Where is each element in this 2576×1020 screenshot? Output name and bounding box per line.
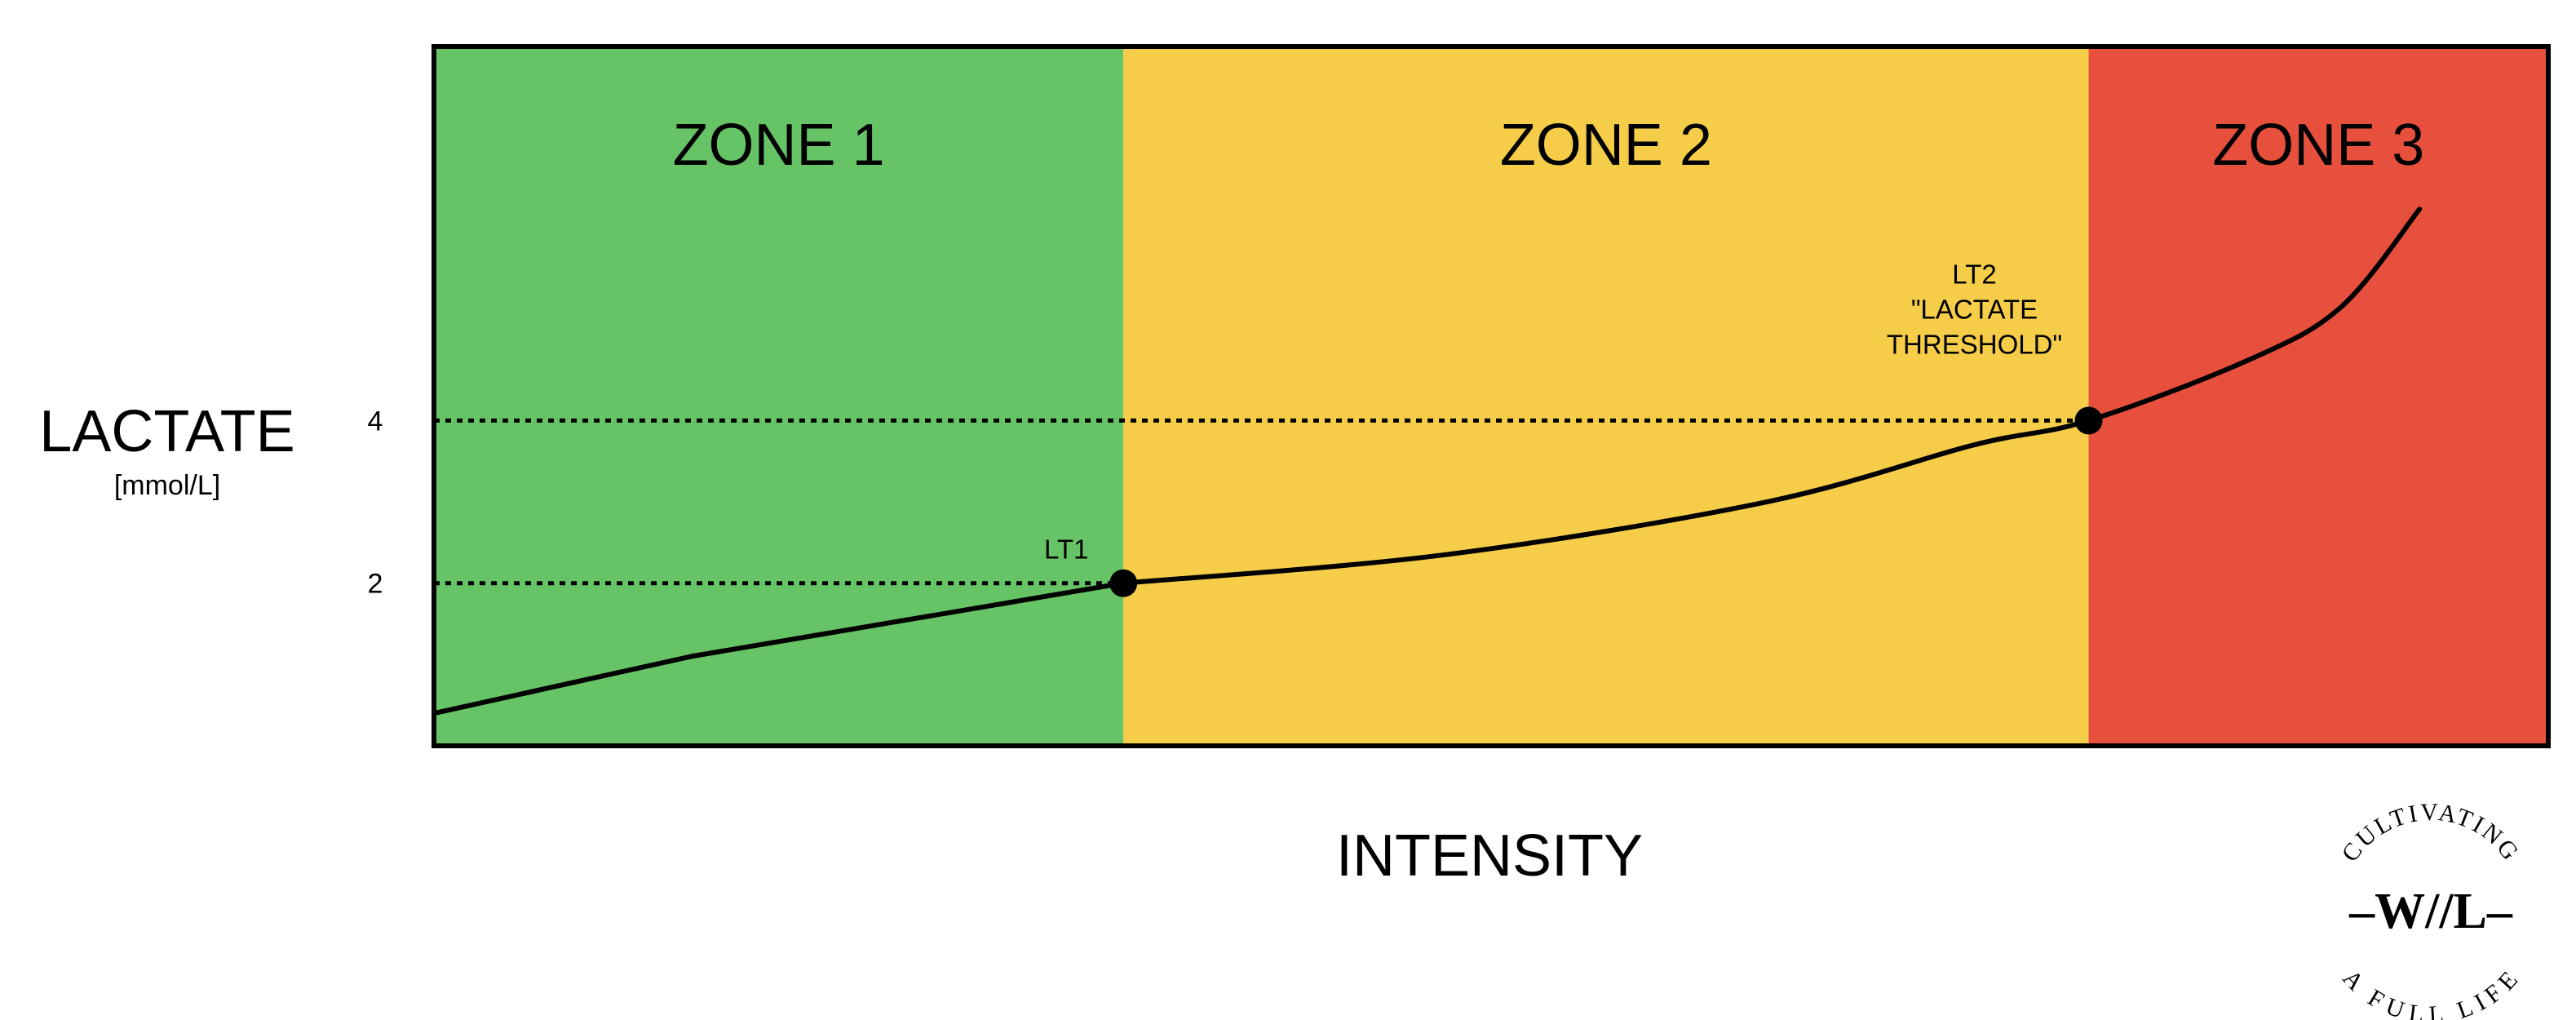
- y-axis-title: LACTATE: [39, 399, 294, 464]
- brand-logo: CULTIVATING –W//L– A FULL LIFE: [2336, 799, 2525, 1020]
- reference-lines: [434, 418, 2089, 586]
- logo-top-text: CULTIVATING: [2336, 799, 2525, 867]
- plot-frame: [432, 44, 2551, 748]
- y-axis-ticks: 24: [368, 406, 383, 599]
- zone-2-label: ZONE 2: [1500, 113, 1712, 178]
- y-tick-label-4: 4: [368, 406, 383, 437]
- logo-bottom-text: A FULL LIFE: [2337, 965, 2525, 1020]
- zone-1-label: ZONE 1: [673, 113, 885, 178]
- zone-1-band: [434, 47, 1124, 746]
- lactate-curve: [432, 206, 2423, 716]
- threshold-point-2: [2074, 406, 2103, 435]
- zone-2-band: [1123, 47, 2089, 746]
- y-tick-label-2: 2: [368, 569, 383, 600]
- logo-mark: –W//L–: [2348, 884, 2513, 939]
- zone-labels: ZONE 1 ZONE 2 ZONE 3: [673, 113, 2425, 178]
- threshold-point-1: [1109, 569, 1138, 597]
- threshold-label-1: LT1: [1044, 534, 1088, 565]
- zone-backgrounds: [434, 47, 2548, 746]
- y-axis-unit: [mmol/L]: [114, 470, 220, 501]
- zone-3-label: ZONE 3: [2212, 113, 2424, 178]
- lactate-curve-layer: [432, 206, 2423, 716]
- x-axis-title: INTENSITY: [1336, 823, 1643, 889]
